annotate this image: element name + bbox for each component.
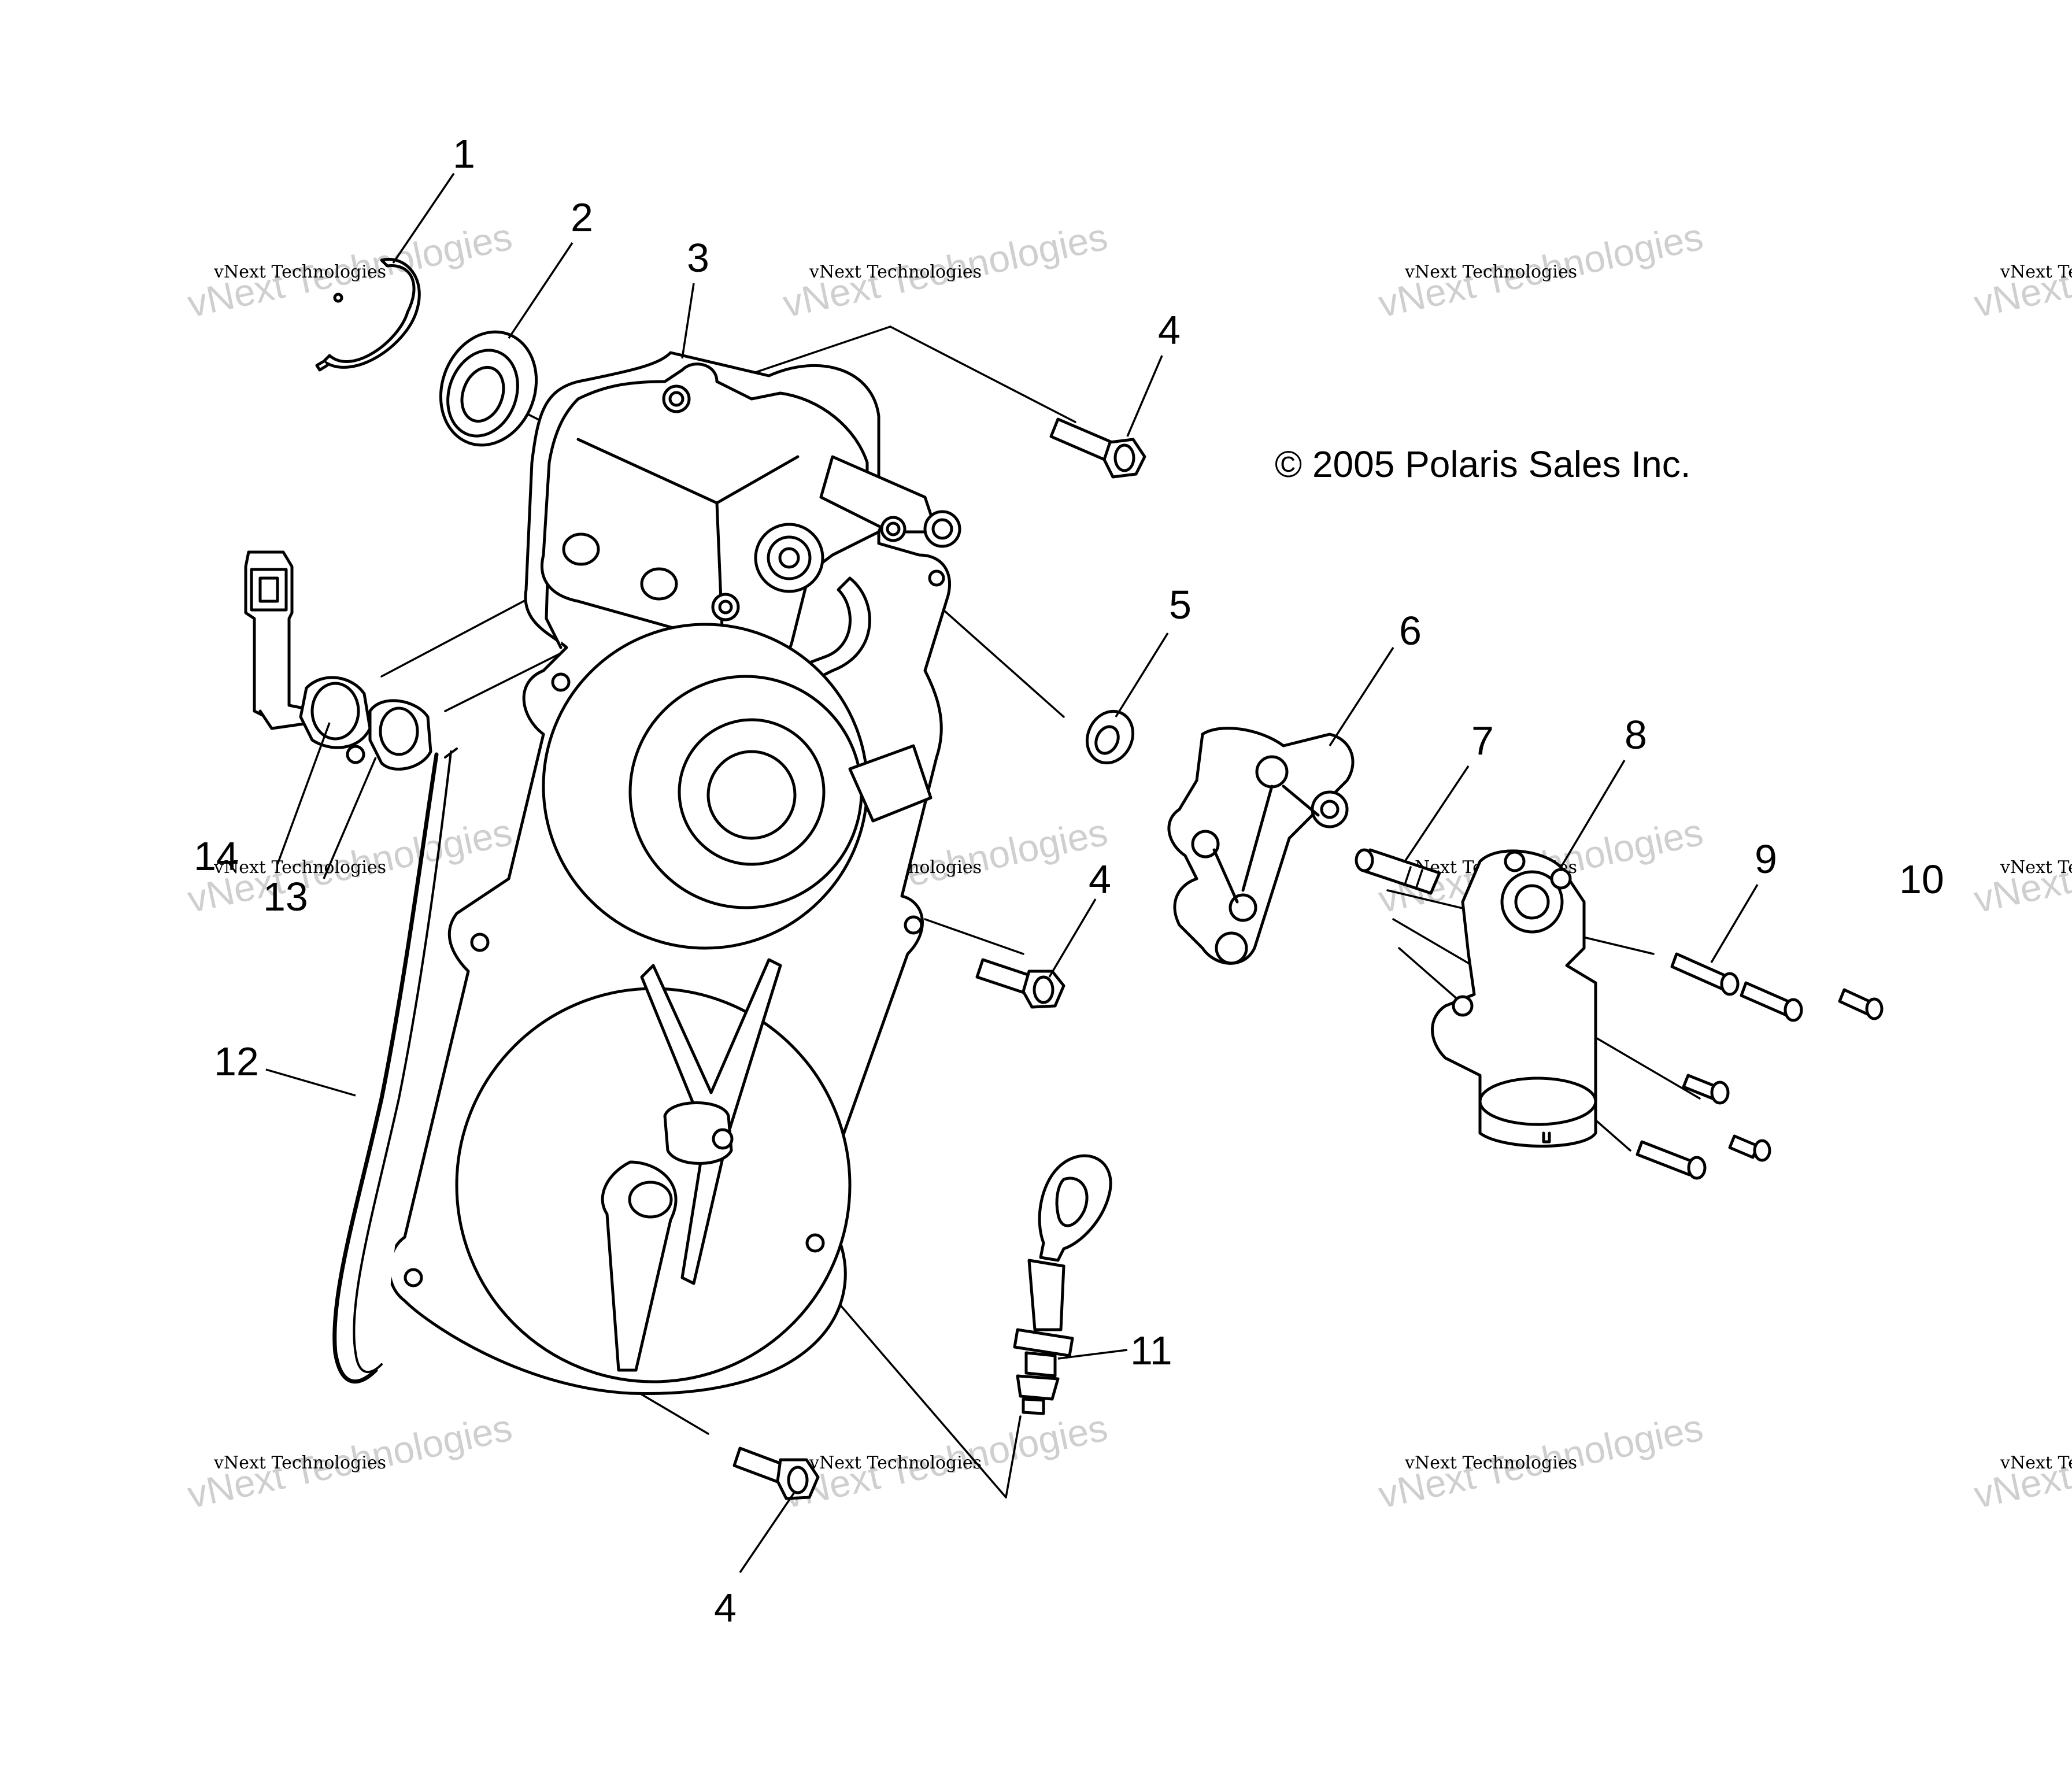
callout-5: 5	[1169, 582, 1192, 627]
watermark-small: vNext Technologies	[1404, 1453, 1577, 1473]
callout-6: 6	[1399, 608, 1422, 653]
washer	[1085, 709, 1135, 765]
callout-4-bottom: 4	[714, 1585, 737, 1630]
callout-3: 3	[687, 235, 709, 280]
callout-11: 11	[1130, 1328, 1172, 1373]
callout-4-top: 4	[1158, 308, 1181, 353]
screw-b	[1636, 1140, 1707, 1180]
watermark-small: vNext Technologies	[1404, 262, 1577, 282]
callout-2: 2	[571, 195, 593, 240]
screw-10	[1838, 988, 1884, 1020]
screw-9b	[1740, 981, 1803, 1022]
watermark-small: vNext Technologies	[2000, 1453, 2072, 1473]
callout-13: 13	[263, 874, 308, 919]
speed-sensor	[244, 550, 432, 771]
leader-lines	[265, 173, 1759, 1573]
callout-9: 9	[1755, 837, 1777, 882]
drive-pin	[1355, 848, 1441, 895]
screw-9a	[1670, 952, 1740, 996]
watermark-small: vNext Technologies	[809, 1453, 982, 1473]
callout-8: 8	[1625, 712, 1647, 757]
dipstick	[1013, 1154, 1112, 1415]
watermark-small: vNext Technologies	[2000, 857, 2072, 878]
watermark-small: vNext Technologies	[2000, 262, 2072, 282]
mounting-bracket	[1167, 727, 1355, 965]
watermark-small: vNext Technologies	[213, 857, 386, 878]
seal	[439, 330, 538, 447]
callout-1: 1	[453, 131, 475, 176]
screw-c	[1728, 1134, 1771, 1162]
gasket-strip	[332, 748, 458, 1384]
main-cover	[388, 351, 961, 1395]
screw-a	[1682, 1074, 1730, 1105]
watermark-small: vNext Technologies	[213, 1453, 386, 1473]
retaining-ring	[315, 258, 421, 372]
watermark-small: vNext Technologies	[213, 262, 386, 282]
callout-14: 14	[194, 834, 239, 879]
copyright-notice: © 2005 Polaris Sales Inc.	[1275, 443, 1691, 485]
callout-4-middle: 4	[1089, 857, 1111, 902]
callout-labels: 1 2 3 4 5 6 7 8 9 10 4 11 12 13 14 4	[194, 131, 1944, 1630]
bolt-top	[1049, 417, 1146, 479]
actuator-motor	[1431, 849, 1597, 1148]
callout-12: 12	[214, 1039, 259, 1084]
callout-10: 10	[1899, 857, 1944, 902]
callout-7: 7	[1471, 718, 1494, 763]
bolt-bottom	[732, 1446, 820, 1500]
bolt-middle	[975, 958, 1065, 1009]
watermark-small: vNext Technologies	[809, 262, 982, 282]
